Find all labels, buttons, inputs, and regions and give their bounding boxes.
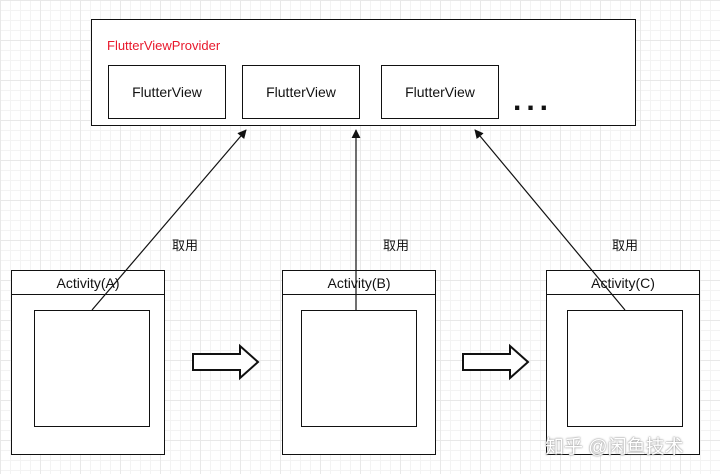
more-views-ellipsis: ...: [513, 84, 554, 117]
activity-a-content: [34, 310, 150, 427]
arrow-label-a: 取用: [172, 238, 199, 253]
transition-arrow-b-to-c: [462, 343, 530, 381]
activity-a-header: Activity(A): [12, 271, 164, 295]
activity-b-content: [301, 310, 417, 427]
flutter-view-3-label: FlutterView: [405, 84, 475, 100]
flutter-view-1-label: FlutterView: [132, 84, 202, 100]
arrow-label-b: 取用: [383, 238, 410, 253]
flutter-view-3: FlutterView: [381, 65, 499, 119]
arrow-label-c: 取用: [612, 238, 639, 253]
flutter-view-1: FlutterView: [108, 65, 226, 119]
watermark: 知乎 @闲鱼技术: [545, 437, 684, 458]
transition-arrow-a-to-b: [192, 343, 260, 381]
provider-title: FlutterViewProvider: [107, 38, 221, 53]
activity-b-header: Activity(B): [283, 271, 435, 295]
activity-c-content: [567, 310, 683, 427]
flutter-view-2: FlutterView: [242, 65, 360, 119]
flutter-view-2-label: FlutterView: [266, 84, 336, 100]
activity-c-header: Activity(C): [547, 271, 699, 295]
